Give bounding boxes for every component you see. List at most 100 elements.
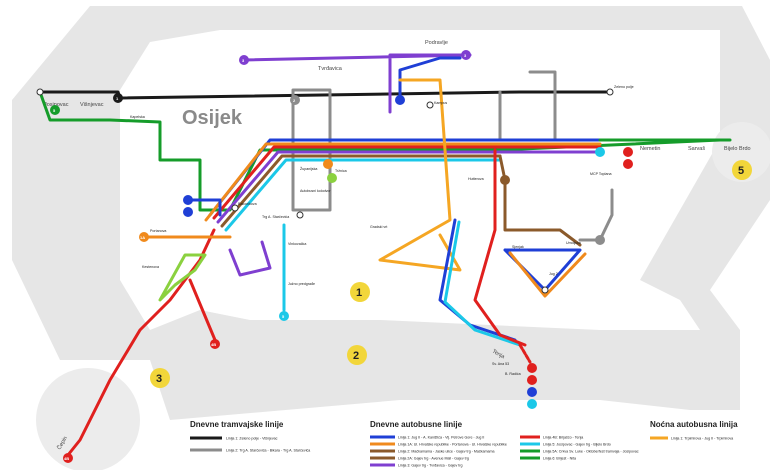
station-jug2[interactable] <box>541 286 549 294</box>
terminal-badge-3-east <box>461 50 471 60</box>
legend-bus-4b-label: Linija 4B: Brijašćo - Tenja <box>543 436 583 440</box>
legend-bus-6-label: Linija 6: Brijest - Nita <box>543 457 576 461</box>
terminal-badge-2 <box>290 95 300 105</box>
stop-zupanijska: Županijska <box>300 166 317 171</box>
terminal-badge-3-west-label: 3 <box>242 58 245 63</box>
legend-tram-title: Dnevne tramvajske linije <box>190 420 284 429</box>
terminal-badge-tenja-cyan <box>527 399 537 409</box>
terminal-badge-tenja-red <box>527 363 537 373</box>
zone-badge-2-label: 2 <box>353 350 359 362</box>
terminal-badge-tenja-blue <box>527 387 537 397</box>
terminal-badge-2-label: 2 <box>293 98 296 103</box>
stop-portanova: Portanova <box>150 229 166 233</box>
stop-b-radica: B. Radića <box>505 372 521 376</box>
stop-bakonikova: Bakonikova <box>238 202 257 206</box>
terminal-badge-cyan-south <box>279 311 289 321</box>
zone-badge-5-label: 5 <box>738 165 744 177</box>
legend-night-label: Linija 1: Trpimirova - Jug II - Trpimiro… <box>671 437 733 441</box>
bus-line-green-main <box>38 90 722 212</box>
station-josipovac[interactable] <box>36 88 44 96</box>
terminal-badge-blue-west-2 <box>183 207 193 217</box>
tram-line-2-south <box>578 188 614 242</box>
zone-badge-3-label: 3 <box>156 373 162 385</box>
stop-mcp-toplana: MCP Toplana <box>590 172 611 176</box>
stop-umoljska: Umoljska <box>566 241 581 245</box>
zone-badge-1-label: 1 <box>356 287 362 299</box>
bus-line-red-main <box>212 145 602 220</box>
terminal-badge-4b-cepin-label: 4B <box>64 456 69 461</box>
stop-labels: Bakonikova Županijska Tržnica Autobusni … <box>130 85 634 376</box>
station-bakonikova[interactable] <box>231 204 239 212</box>
bus-line-brown-main <box>220 154 502 228</box>
bus-line-brown-east <box>498 154 582 247</box>
terminal-badge-tenja-red-2 <box>527 375 537 385</box>
legend-night-title: Noćna autobusna linija <box>650 420 738 429</box>
zone-badge-1 <box>350 282 370 302</box>
city-name: Osijek <box>182 107 243 129</box>
stop-kapelska: Kapelska <box>130 115 145 119</box>
zone-badges: 1 2 3 5 <box>150 160 752 388</box>
place-podravlje: Podravlje <box>425 40 448 46</box>
stop-trznica: Tržnica <box>335 169 347 173</box>
stop-zeleno-polje: Zeleno polje <box>614 85 634 89</box>
zone-badge-2 <box>347 345 367 365</box>
stop-hutterova: Hutterova <box>468 177 484 181</box>
terminal-badge-1-label: 1 <box>116 96 119 101</box>
legend-bus-2a-label: Linija 2A: Gajev trg - Avenue Mall - Gaj… <box>398 457 469 461</box>
bus-line-cyan-main <box>224 158 502 232</box>
terminal-badge-blue-west <box>183 195 193 205</box>
legend-bus-5a-label: Linija 5A: Crkva Sv. Luke - Oktoberfest … <box>543 450 639 454</box>
zone-1-inner-area <box>120 30 720 330</box>
bus-line-blue-north <box>398 56 462 102</box>
legend-tram-1-label: Linija 1: Zeleno polje - Višnjevac <box>226 437 278 441</box>
terminal-badge-1a-west-label: 1A <box>140 235 145 240</box>
terminal-badge-brown <box>500 175 510 185</box>
legend-bus-title: Dnevne autobusne linije <box>370 420 463 429</box>
bus-line-orange-loop <box>378 78 462 272</box>
stop-sjenjak: Sjenjak <box>512 245 524 249</box>
bus-line-red-tenja <box>473 148 527 347</box>
stop-juzno-predgradje: Južno predgrađe <box>288 282 315 286</box>
terminal-badge-5 <box>50 105 60 115</box>
terminal-badge-1a-west <box>139 232 149 242</box>
legend-bus-1-label: Linija 1: Jug II - A. Kanižlića - Vij. P… <box>398 436 484 440</box>
zone-3-cepin-area <box>36 368 140 470</box>
terminal-badges: 1 2 5 3 3 1A 4B 4B 5 <box>50 50 633 463</box>
station-trg-starcevica[interactable] <box>296 211 304 219</box>
terminal-badge-1 <box>113 93 123 103</box>
station-zeleno-polje[interactable] <box>606 88 614 96</box>
terminal-badge-cyan-south-label: 5 <box>282 314 285 319</box>
stop-trg-starcevica: Trg A. Starčevića <box>262 215 289 219</box>
terminal-badge-3-west <box>239 55 249 65</box>
stop-gradski-vrt: Gradski vrt <box>370 225 387 229</box>
stop-jug2: Jug 2 <box>549 272 558 276</box>
place-sarvas: Sarvaš <box>688 146 705 152</box>
tram-line-2 <box>291 88 332 212</box>
zone-backgrounds <box>12 6 770 470</box>
stop-kestenova: Kestenova <box>142 265 159 269</box>
place-nemetin: Nemetin <box>640 146 660 152</box>
terminal-badge-3-east-label: 3 <box>464 53 467 58</box>
legend-tram-2-label: Linija 2: Trg A. Starčevića - Bikara - T… <box>226 449 310 453</box>
terminal-badge-gray-south <box>595 235 605 245</box>
terminal-badge-4b-south-label: 4B <box>211 342 216 347</box>
station-kampus[interactable] <box>426 101 434 109</box>
stop-sv-ana: Sv. Ana 53 <box>492 362 509 366</box>
legend-bus-2-label: Linija 2: Mačkamama - Jaske ulice - Gaje… <box>398 450 494 454</box>
zone-5-bijelo-brdo-area <box>712 122 770 182</box>
legend: Dnevne tramvajske linije Linija 1: Zelen… <box>190 420 738 468</box>
terminal-badge-blue-north <box>395 95 405 105</box>
terminal-badge-orange <box>323 159 333 169</box>
bus-line-cyan-tenja <box>443 220 522 347</box>
terminal-badge-5-label: 5 <box>53 108 56 113</box>
place-bijelo-brdo: Bijelo Brdo <box>724 146 751 152</box>
stop-kampus: Kampus <box>434 101 447 105</box>
bus-line-red-juzno <box>188 278 217 342</box>
bus-line-orange-jug2 <box>508 251 587 298</box>
legend-bus-3-label: Linija 3: Gajev trg - Tvrđavica - Gajev … <box>398 464 462 468</box>
bus-line-purple-north <box>242 53 472 114</box>
legend-bus-1a-label: Linija 1A: Ul. Hrvatske republike - Port… <box>398 443 507 447</box>
zone-badge-3 <box>150 368 170 388</box>
terminal-badge-east-red-2 <box>623 159 633 169</box>
